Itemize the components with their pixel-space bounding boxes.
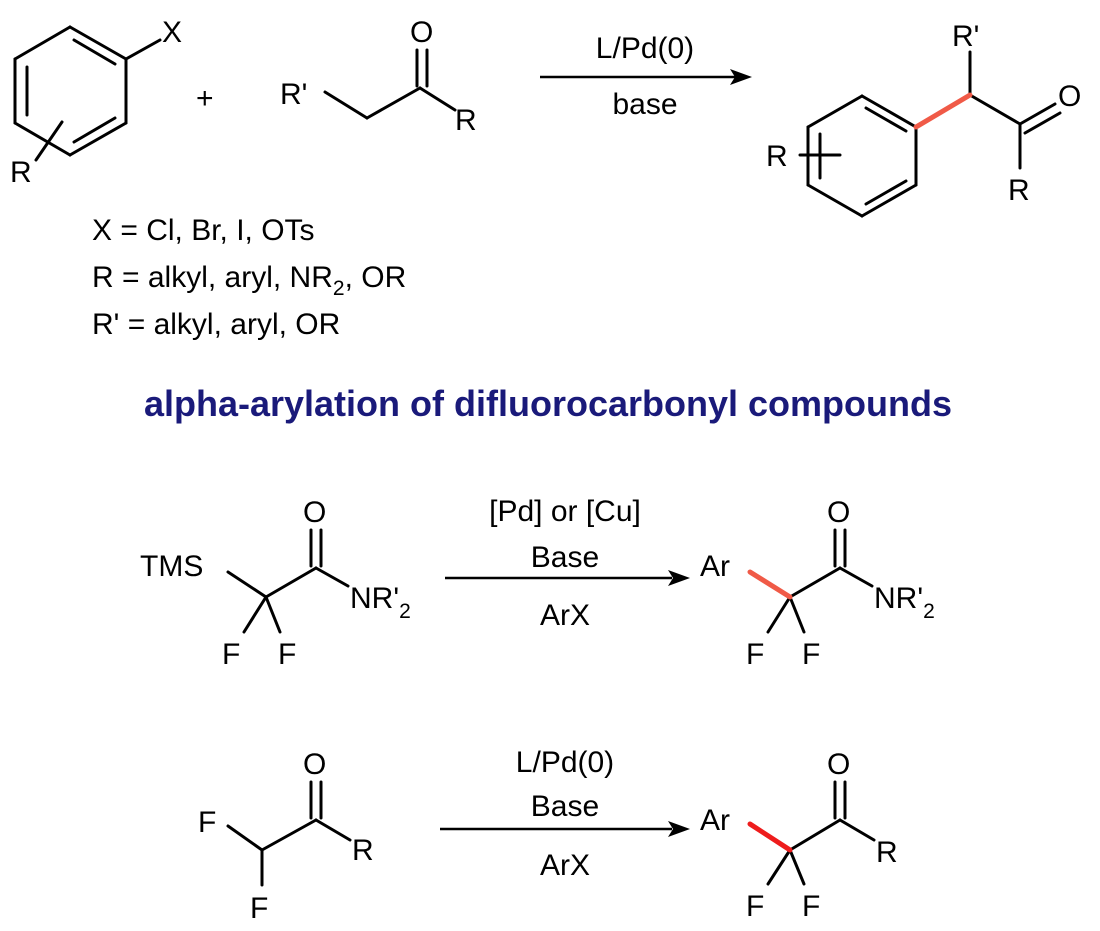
new-c-c-bond-2 (747, 569, 793, 600)
product-2-o-label: O (827, 496, 850, 529)
condition-1-top: L/Pd(0) (596, 32, 694, 65)
product-2-ar-label: Ar (700, 550, 730, 583)
ketone-r-label: R (455, 104, 477, 137)
scheme-3: F F O R L/Pd(0) Base ArX Ar O R F F (198, 746, 898, 925)
condition-3-top: L/Pd(0) (516, 746, 614, 779)
difluoro-f-bottom-label: F (250, 892, 268, 925)
reaction-arrow-1 (540, 69, 752, 85)
definition-x: X = Cl, Br, I, OTs (92, 214, 315, 247)
section-title: alpha-arylation of difluorocarbonyl comp… (144, 383, 952, 424)
product-3-r-label: R (876, 836, 898, 869)
plus-sign: + (196, 82, 214, 115)
aryl-r-label: R (10, 156, 32, 189)
difluoro-o-label: O (303, 748, 326, 781)
product-2-nr-label: NR'2 (874, 582, 935, 623)
product-3-o-label: O (827, 748, 850, 781)
product-3-structure (766, 780, 876, 886)
definition-r: R = alkyl, aryl, NR2, OR (92, 261, 406, 300)
new-c-c-bond-1 (913, 92, 973, 130)
aryl-halide-ring (13, 25, 162, 162)
new-c-c-bond-3 (747, 821, 793, 853)
amide-nr-label: NR'2 (350, 582, 411, 623)
difluoro-r-label: R (352, 834, 374, 867)
product-3-f2-label: F (802, 890, 820, 923)
difluoro-f-top-label: F (198, 806, 216, 839)
product-r-prime-label: R' (952, 20, 979, 53)
condition-2-mid: Base (531, 541, 599, 574)
product-3-ar-label: Ar (700, 804, 730, 837)
condition-2-bottom: ArX (540, 599, 590, 632)
condition-2-top: [Pd] or [Cu] (489, 495, 641, 528)
substituent-definitions: X = Cl, Br, I, OTs R = alkyl, aryl, NR2,… (92, 214, 406, 341)
product-ring-r-label: R (766, 140, 788, 173)
product-2-f2-label: F (802, 638, 820, 671)
tms-label: TMS (140, 550, 203, 583)
ketone-r-prime-label: R' (280, 78, 307, 111)
ketone-o-label: O (410, 16, 433, 49)
aryl-x-label: X (162, 16, 182, 49)
product-r-label: R (1008, 174, 1030, 207)
amide-f2-label: F (278, 638, 296, 671)
amide-o-label: O (303, 496, 326, 529)
product-2-structure (766, 528, 874, 634)
definition-r-prime: R' = alkyl, aryl, OR (92, 308, 340, 341)
reaction-arrow-2 (445, 570, 690, 586)
condition-3-bottom: ArX (540, 849, 590, 882)
amide-f1-label: F (222, 638, 240, 671)
reaction-arrow-3 (440, 821, 690, 837)
scheme-2: TMS O NR'2 F F [Pd] or [Cu] Base ArX Ar … (140, 495, 935, 671)
condition-3-mid: Base (531, 790, 599, 823)
product-3-f1-label: F (746, 890, 764, 923)
tms-amide-structure (226, 528, 350, 634)
ketone-structure (323, 48, 457, 120)
difluoroketone-structure (226, 780, 352, 887)
scheme-1: X R + R' O R L/Pd(0) base (10, 16, 1081, 218)
condition-1-bottom: base (612, 88, 677, 121)
product-2-f1-label: F (746, 638, 764, 671)
product-1-structure (798, 50, 1062, 218)
product-o-label: O (1058, 80, 1081, 113)
